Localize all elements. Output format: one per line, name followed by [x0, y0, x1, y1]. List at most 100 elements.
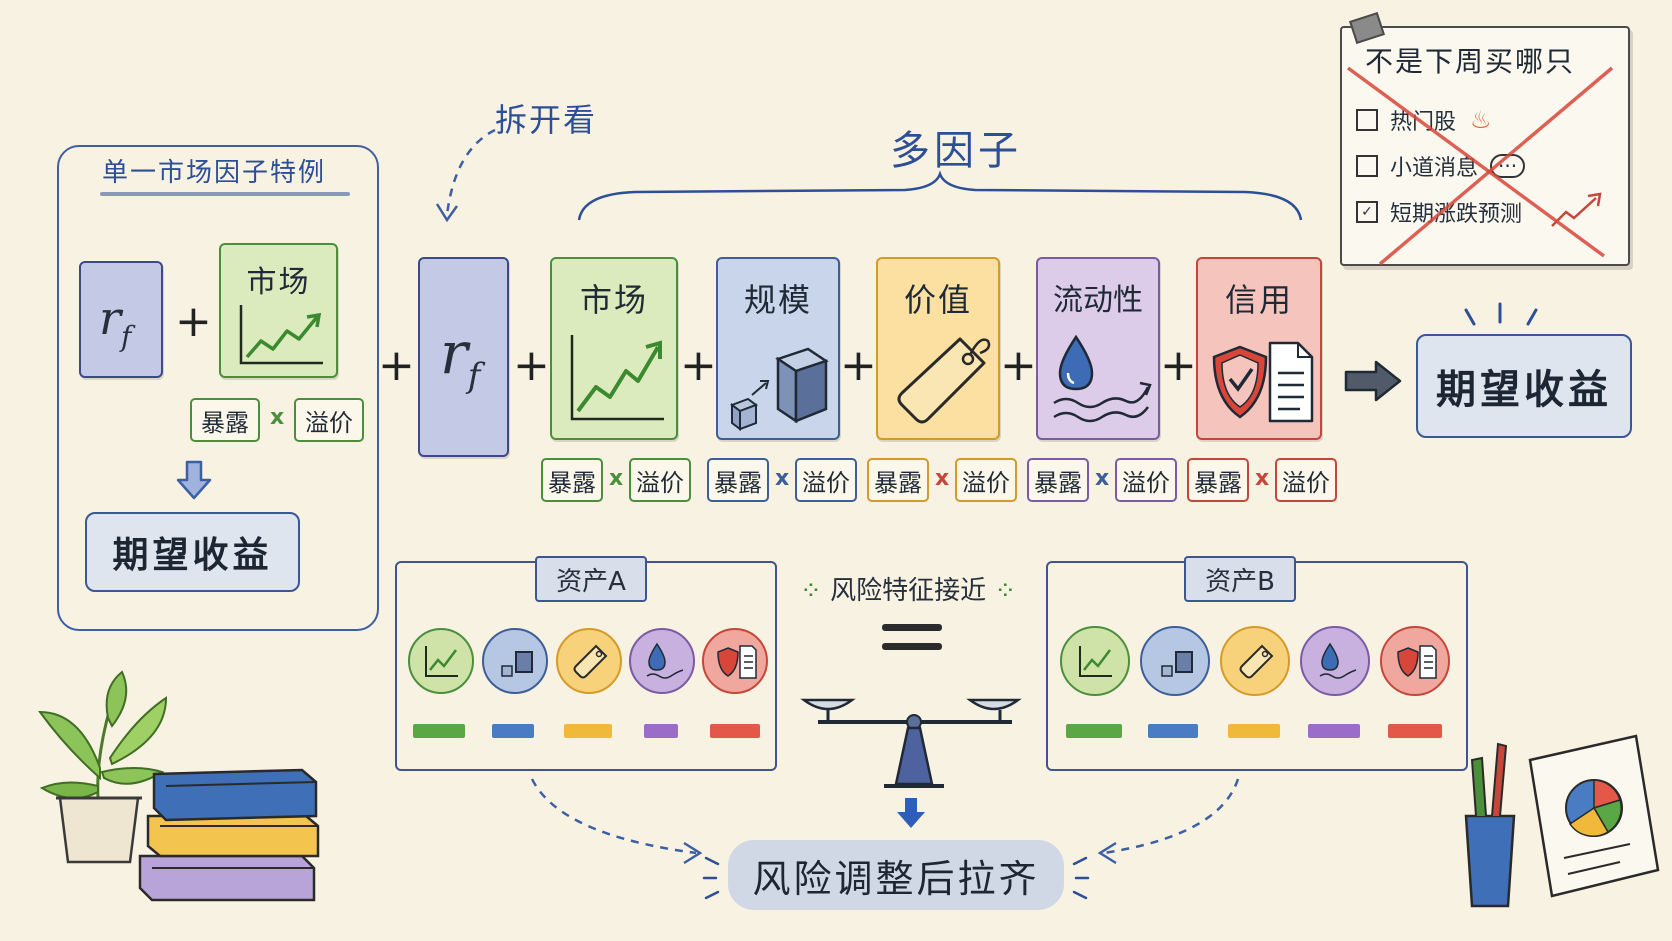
- times-sign: x: [1095, 466, 1110, 491]
- factor-label-market: 市场: [579, 281, 648, 319]
- factor-tile-credit: 信用: [1196, 257, 1322, 440]
- value-circle-icon: [556, 628, 622, 694]
- growth-chart-icon: [239, 305, 323, 365]
- credit-circle-icon: [1380, 626, 1450, 696]
- premium-pill: 溢价: [955, 458, 1017, 502]
- exposure-pill: 暴露: [1027, 458, 1089, 502]
- premium-pill: 溢价: [1275, 458, 1337, 502]
- factor-tile-size: 规模: [716, 257, 840, 440]
- factor-tile-liquidity: 流动性: [1036, 257, 1160, 440]
- liquidity-circle-icon: [629, 628, 695, 694]
- premium-pill: 溢价: [629, 458, 691, 502]
- times-sign: x: [270, 405, 285, 430]
- credit-circle-icon: [702, 628, 768, 694]
- rf-subscript: f: [467, 356, 481, 396]
- exposure-pill: 暴露: [190, 398, 260, 442]
- factor-tile-market: 市场: [550, 257, 678, 440]
- rising-arrow-icon: [1551, 192, 1602, 227]
- exposure-bar: [1148, 724, 1198, 738]
- expected-return-box: 期望收益: [1416, 334, 1632, 438]
- plus-sign: +: [1160, 340, 1197, 391]
- equals-icon: [882, 624, 942, 650]
- risk-adjusted-aligned-label: 风险调整后拉齐: [752, 857, 1040, 901]
- factor-label-value: 价值: [903, 281, 972, 319]
- cube-size-icon: [729, 347, 829, 431]
- shield-document-icon: [1212, 341, 1314, 423]
- liquidity-circle-icon: [1300, 626, 1370, 696]
- arrow-right-icon: [1344, 360, 1402, 402]
- asset-b-label: 资产B: [1184, 556, 1296, 602]
- plus-sign: +: [1000, 340, 1037, 391]
- exposure-bar: [1066, 724, 1122, 738]
- multi-factor-label: 多因子: [890, 128, 1022, 174]
- times-sign: x: [1255, 466, 1270, 491]
- checklist-item: ✓ 短期涨跌预测: [1356, 196, 1522, 228]
- water-drop-icon: [1053, 334, 1152, 423]
- times-sign: x: [609, 466, 624, 491]
- checkbox: [1356, 155, 1378, 177]
- times-sign: x: [775, 466, 790, 491]
- size-circle-icon: [1140, 626, 1210, 696]
- market-circle-icon: [408, 628, 474, 694]
- factor-label-size: 规模: [743, 281, 812, 319]
- rf-tile-small: rf: [79, 261, 163, 378]
- exposure-bar: [1228, 724, 1280, 738]
- asset-a-label: 资产A: [535, 556, 647, 602]
- market-circle-icon: [1060, 626, 1130, 696]
- price-tag-icon: [897, 337, 991, 424]
- premium-pill: 溢价: [294, 398, 364, 442]
- aligned-label-background: [728, 840, 1064, 910]
- rf-tile: rf: [418, 257, 509, 457]
- arrow-down-icon: [176, 460, 212, 500]
- exposure-bar: [413, 724, 465, 738]
- rf-symbol: r: [440, 319, 468, 387]
- checkbox: [1356, 109, 1378, 131]
- curly-brace-icon: [577, 170, 1303, 221]
- times-sign: x: [935, 466, 950, 491]
- exposure-bar: [1388, 724, 1442, 738]
- rf-symbol: r: [99, 291, 121, 345]
- notebook-pie-chart-icon: [1464, 734, 1660, 908]
- premium-pill: 溢价: [1115, 458, 1177, 502]
- rf-subscript: f: [121, 320, 132, 353]
- checkbox-checked: ✓: [1356, 201, 1378, 223]
- checklist-note: [1340, 26, 1630, 266]
- potted-plant-icon: [38, 670, 168, 864]
- cross-out-icon: [1346, 66, 1614, 266]
- plus-sign: +: [513, 340, 550, 391]
- exposure-pill: 暴露: [1187, 458, 1249, 502]
- exposure-bar: [644, 724, 678, 738]
- plus-sign: +: [175, 296, 212, 347]
- balance-scale-icon: [800, 698, 1022, 788]
- exposure-pill: 暴露: [867, 458, 929, 502]
- plus-sign: +: [680, 340, 717, 391]
- plus-sign: +: [378, 340, 415, 391]
- dashed-arrow-icon: [435, 128, 496, 223]
- market-tile-small: 市场: [219, 243, 338, 378]
- factor-tile-value: 价值: [876, 257, 1000, 440]
- emphasis-marks-icon: [702, 856, 1090, 900]
- factor-label-liquidity: 流动性: [1053, 283, 1143, 318]
- dashed-arrow-icon: [1097, 778, 1240, 865]
- similar-risk-label: ⁘ 风险特征接近 ⁘: [800, 576, 1017, 606]
- dashed-arrow-icon: [530, 778, 703, 865]
- title-underline: [100, 192, 350, 196]
- size-circle-icon: [482, 628, 548, 694]
- checklist-title: 不是下周买哪只: [1365, 45, 1576, 78]
- single-factor-title: 单一市场因子特例: [102, 158, 327, 188]
- exposure-bar: [492, 724, 534, 738]
- factor-label-credit: 信用: [1224, 281, 1293, 319]
- market-label: 市场: [246, 265, 311, 300]
- emphasis-marks-icon: [1464, 302, 1538, 326]
- book-stack-icon: [138, 768, 320, 902]
- exposure-bar: [564, 724, 612, 738]
- expected-return-box-small: 期望收益: [85, 512, 300, 592]
- exposure-bar: [710, 724, 760, 738]
- growth-chart-icon: [570, 335, 664, 421]
- exposure-pill: 暴露: [707, 458, 769, 502]
- exposure-pill: 暴露: [541, 458, 603, 502]
- expand-label: 拆开看: [495, 101, 598, 139]
- plus-sign: +: [840, 340, 877, 391]
- arrow-down-icon: [897, 798, 925, 828]
- exposure-bar: [1308, 724, 1360, 738]
